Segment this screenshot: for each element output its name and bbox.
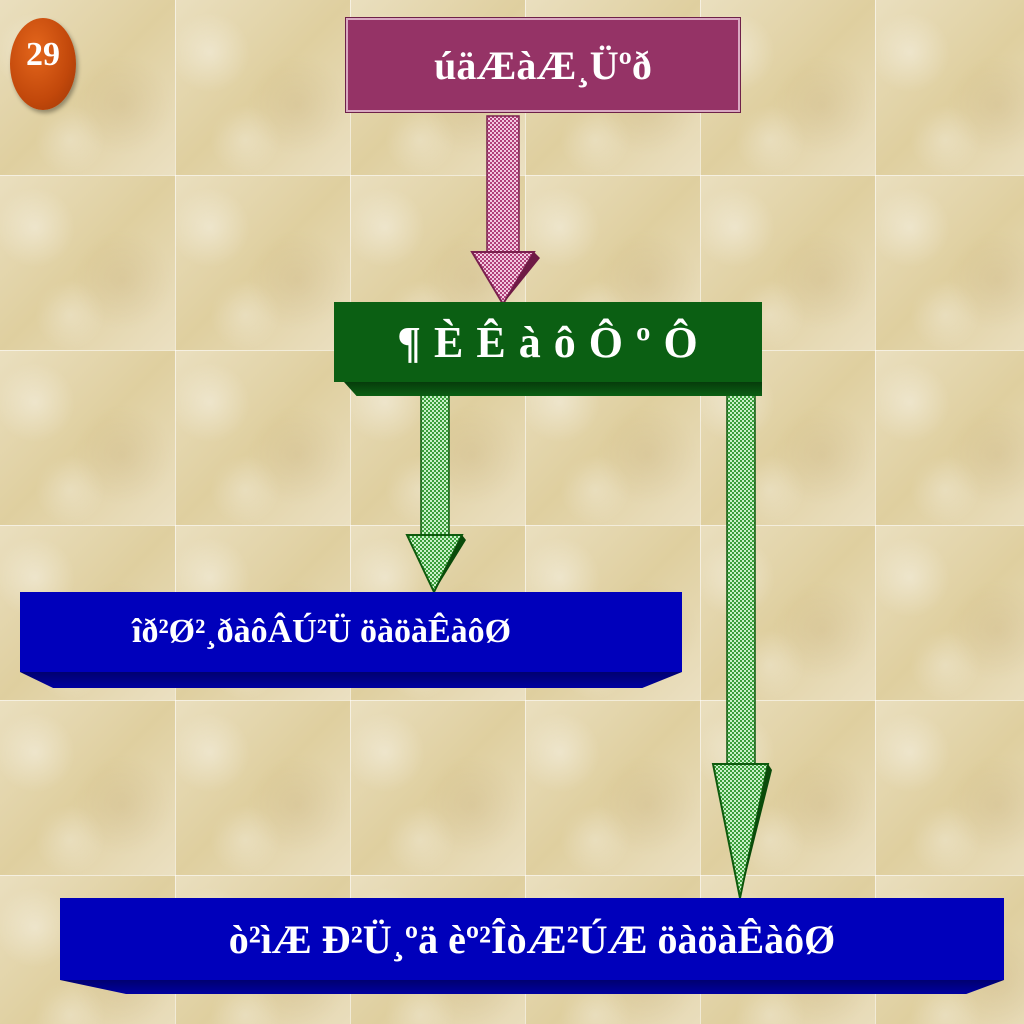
middle-box-label: ¶ È Ê à ô Ô º Ô <box>397 317 699 367</box>
middle-box: ¶ È Ê à ô Ô º Ô <box>334 302 762 382</box>
left-box-label: îð²Ø²¸ðàôÂÚ²Ü öàöàÊàôØ <box>132 613 512 650</box>
grid-line <box>175 0 176 1024</box>
grid-line <box>875 0 876 1024</box>
slide-number: 29 <box>26 36 60 73</box>
grid-line <box>0 875 1024 876</box>
arrow-middle-to-bottom <box>711 383 772 899</box>
bottom-box: ò²ìÆ Ð²Ü¸ºä èº²ÎòÆ²ÚÆ öàöàÊàôØ <box>60 898 1004 980</box>
grid-line <box>0 175 1024 176</box>
middle-box-shadow <box>344 382 762 396</box>
bottom-box-label: ò²ìÆ Ð²Ü¸ºä èº²ÎòÆ²ÚÆ öàöàÊàôØ <box>228 916 836 962</box>
top-box: úäÆàÆ¸Üºð <box>346 18 740 112</box>
slide-number-badge: 29 <box>10 18 76 110</box>
arrow-middle-to-left <box>405 383 466 595</box>
left-box: îð²Ø²¸ðàôÂÚ²Ü öàöàÊàôØ <box>20 592 682 672</box>
grid-line <box>0 700 1024 701</box>
bottom-box-shadow <box>60 980 1004 994</box>
top-box-label: úäÆàÆ¸Üºð <box>434 42 652 88</box>
grid-line <box>350 0 351 1024</box>
grid-line <box>0 525 1024 526</box>
grid-line <box>700 0 701 1024</box>
grid-line <box>525 0 526 1024</box>
arrow-top-to-middle <box>470 115 540 306</box>
left-box-shadow <box>20 672 682 688</box>
